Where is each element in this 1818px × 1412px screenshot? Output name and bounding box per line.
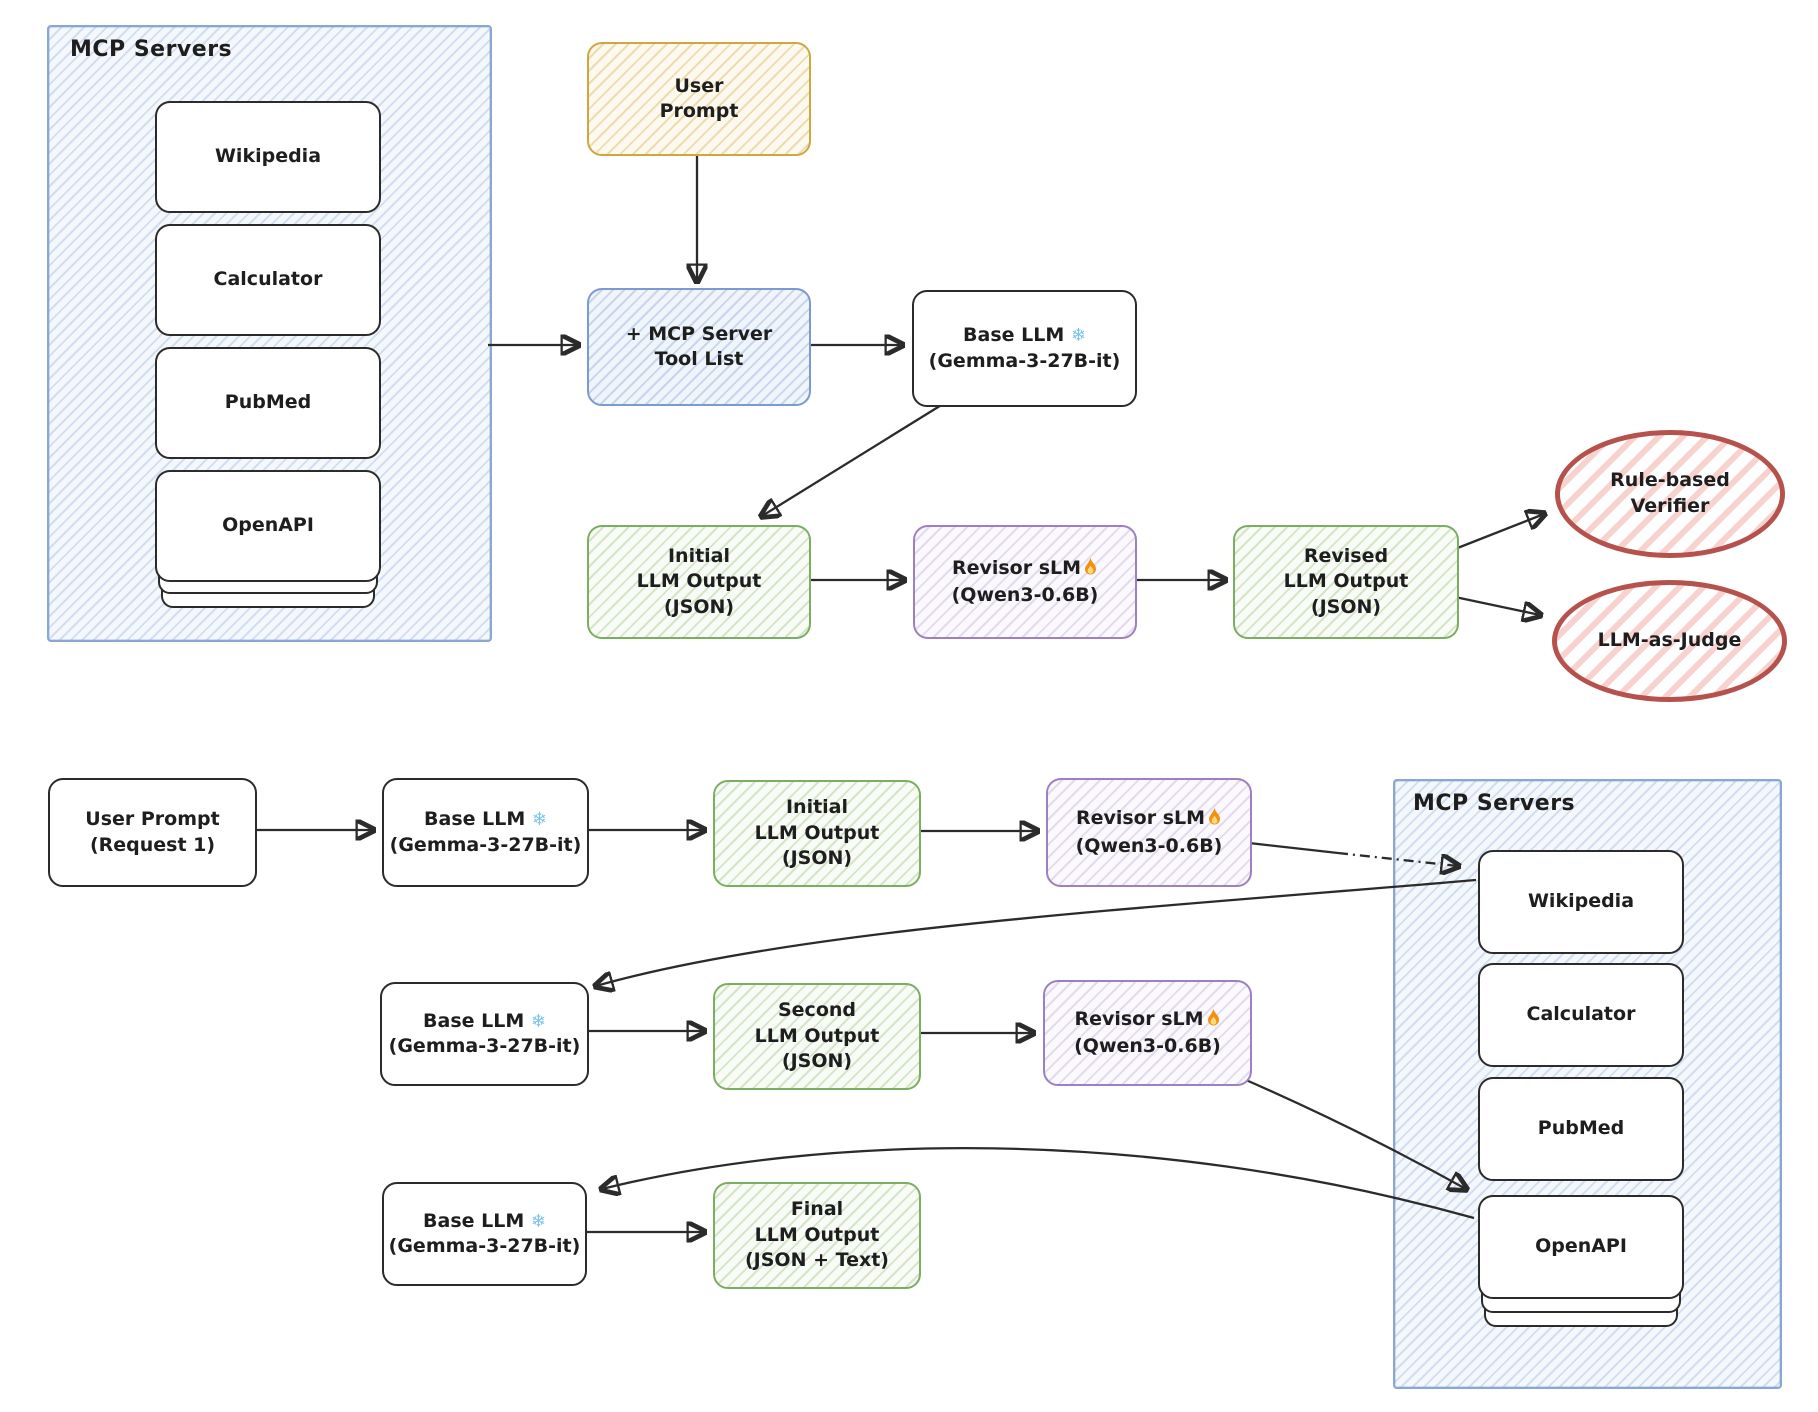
label-line: Prompt xyxy=(659,100,739,122)
snowflake-icon: ❄ xyxy=(530,1010,546,1032)
label-line: Base LLM ❄ xyxy=(423,1209,546,1234)
revisor-slm-row2-node: Revisor sLM (Qwen3-0.6B) xyxy=(1043,980,1252,1086)
initial-output-row1-node: Initial LLM Output (JSON) xyxy=(713,780,921,887)
server-openapi-top: OpenAPI xyxy=(155,470,381,582)
server-openapi-bottom: OpenAPI xyxy=(1478,1195,1684,1299)
model-name: Base LLM xyxy=(423,1209,525,1232)
snowflake-icon: ❄ xyxy=(530,1210,546,1232)
initial-llm-output-node: Initial LLM Output (JSON) xyxy=(587,525,811,639)
label-line: (JSON + Text) xyxy=(745,1249,889,1272)
server-wikipedia-top: Wikipedia xyxy=(155,101,381,213)
mcp-panel-top-title: MCP Servers xyxy=(70,37,233,62)
snowflake-icon: ❄ xyxy=(531,809,547,831)
arrow-revised-to-verifier xyxy=(1454,514,1544,551)
user-prompt-node: User Prompt xyxy=(587,42,811,156)
label-line: LLM Output xyxy=(754,1223,880,1246)
arrow-revised-to-judge xyxy=(1454,595,1540,615)
label-line: Second xyxy=(777,999,856,1022)
label-line: (JSON) xyxy=(781,847,853,870)
model-name: Revisor sLM xyxy=(1074,1007,1204,1030)
model-name: Base LLM xyxy=(963,324,1065,347)
user-prompt-request1-node: User Prompt (Request 1) xyxy=(48,778,257,887)
flame-icon xyxy=(1207,808,1222,833)
model-id: (Gemma-3-27B-it) xyxy=(388,1235,581,1257)
server-label: Calculator xyxy=(1526,1003,1636,1026)
model-name: Revisor sLM xyxy=(951,556,1082,579)
label-line: (JSON) xyxy=(663,595,735,618)
label-line: Initial xyxy=(785,796,849,819)
server-wikipedia-bottom: Wikipedia xyxy=(1478,850,1684,954)
revisor-slm-row1-node: Revisor sLM (Qwen3-0.6B) xyxy=(1046,778,1252,887)
label-line: + MCP Server xyxy=(625,322,773,345)
rule-based-verifier-node: Rule-based Verifier xyxy=(1555,430,1785,558)
server-label: Wikipedia xyxy=(1527,890,1635,913)
model-name: Revisor sLM xyxy=(1075,807,1206,830)
label-line: Verifier xyxy=(1630,495,1710,517)
llm-as-judge-node: LLM-as-Judge xyxy=(1552,580,1787,702)
revised-llm-output-node: Revised LLM Output (JSON) xyxy=(1233,525,1459,639)
label-line: User Prompt xyxy=(85,808,220,831)
server-label: PubMed xyxy=(224,391,312,414)
final-output-node: Final LLM Output (JSON + Text) xyxy=(713,1182,921,1289)
arrow-revisor1-to-wikipedia-solid xyxy=(1248,841,1339,855)
label-line: (JSON) xyxy=(1310,595,1382,618)
label-line: Base LLM ❄ xyxy=(423,1009,546,1034)
label-line: LLM Output xyxy=(754,1024,880,1047)
server-pubmed-bottom: PubMed xyxy=(1478,1077,1684,1181)
label-line: Rule-based xyxy=(1610,469,1730,492)
server-pubmed-top: PubMed xyxy=(155,347,381,459)
label-line: LLM-as-Judge xyxy=(1597,629,1742,652)
base-llm-row1-node: Base LLM ❄ (Gemma-3-27B-it) xyxy=(382,778,589,887)
label-line: (Request 1) xyxy=(89,833,216,856)
mcp-panel-bottom-title: MCP Servers xyxy=(1413,791,1576,816)
model-name: Base LLM xyxy=(423,1009,525,1032)
server-calculator-bottom: Calculator xyxy=(1478,963,1684,1067)
snowflake-icon: ❄ xyxy=(1070,325,1086,347)
server-label: Calculator xyxy=(213,268,323,291)
label-line: Revisor sLM xyxy=(1074,1007,1220,1034)
label-line: LLM Output xyxy=(1283,570,1409,593)
flame-icon xyxy=(1083,557,1098,583)
arrow-wikipedia-to-base2-curve xyxy=(596,878,1477,986)
label-line: LLM Output xyxy=(636,570,762,593)
label-line: Revisor sLM xyxy=(1076,806,1222,833)
revisor-slm-top-node: Revisor sLM (Qwen3-0.6B) xyxy=(913,525,1137,639)
label-line: (JSON) xyxy=(781,1050,853,1073)
server-label: OpenAPI xyxy=(222,514,314,537)
label-line: LLM Output xyxy=(754,821,880,844)
label-line: Revisor sLM xyxy=(952,556,1098,583)
server-label: Wikipedia xyxy=(214,145,322,168)
base-llm-row2-node: Base LLM ❄ (Gemma-3-27B-it) xyxy=(380,982,589,1086)
base-llm-top-node: Base LLM ❄ (Gemma-3-27B-it) xyxy=(912,290,1137,407)
model-name: Base LLM xyxy=(424,808,526,831)
mcp-tool-list-node: + MCP Server Tool List xyxy=(587,288,811,406)
model-id: (Gemma-3-27B-it) xyxy=(389,833,582,856)
second-output-node: Second LLM Output (JSON) xyxy=(713,983,921,1090)
label-line: Final xyxy=(790,1198,844,1221)
server-label: PubMed xyxy=(1537,1117,1625,1140)
model-id: (Gemma-3-27B-it) xyxy=(928,349,1121,372)
label-line: Tool List xyxy=(654,348,744,370)
model-id: (Qwen3-0.6B) xyxy=(1074,1035,1221,1057)
server-calculator-top: Calculator xyxy=(155,224,381,336)
model-id: (Gemma-3-27B-it) xyxy=(388,1035,581,1057)
model-id: (Qwen3-0.6B) xyxy=(1075,834,1223,857)
label-line: Initial xyxy=(667,544,731,567)
base-llm-row3-node: Base LLM ❄ (Gemma-3-27B-it) xyxy=(382,1182,587,1286)
label-line: Base LLM ❄ xyxy=(963,323,1086,348)
server-label: OpenAPI xyxy=(1535,1235,1627,1258)
model-id: (Qwen3-0.6B) xyxy=(951,584,1099,606)
label-line: Revised xyxy=(1303,544,1389,567)
label-line: Base LLM ❄ xyxy=(424,807,547,832)
flame-icon xyxy=(1206,1008,1221,1034)
arrow-base-llm-to-initial-output xyxy=(762,403,944,516)
label-line: User xyxy=(674,74,724,97)
